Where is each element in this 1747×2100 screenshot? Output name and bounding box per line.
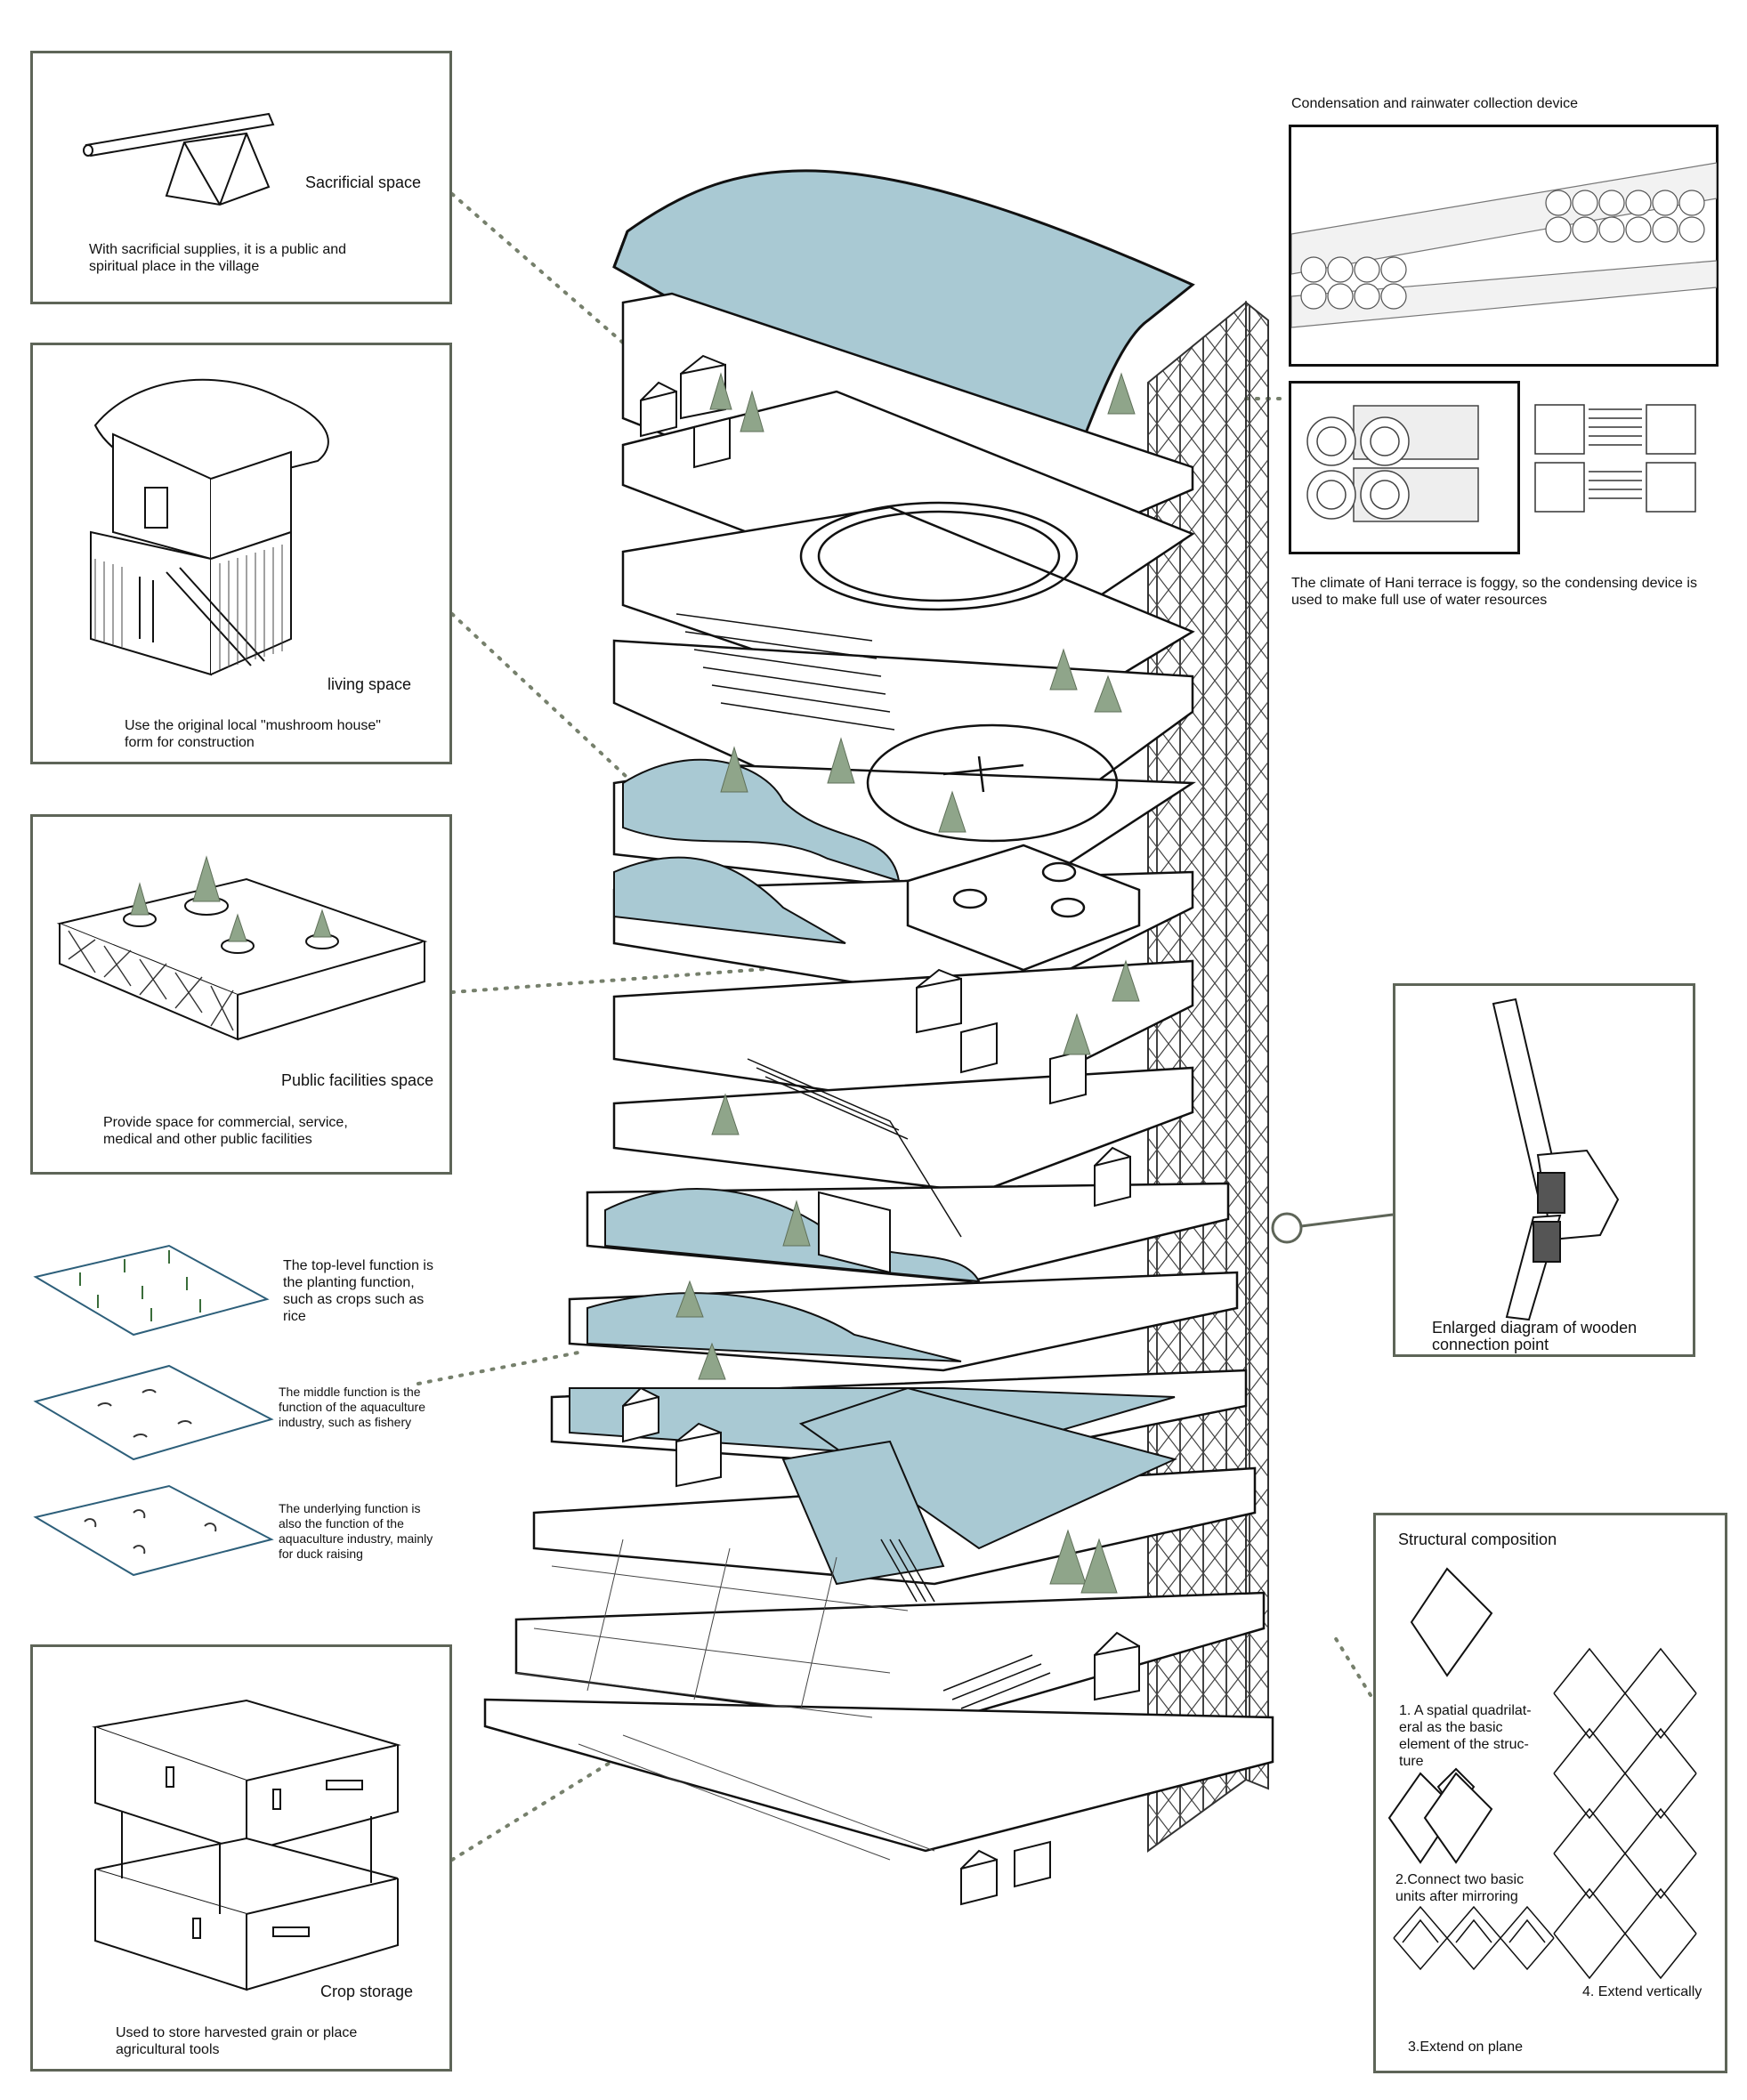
connection-callout xyxy=(1271,1212,1394,1244)
condenser-module-render xyxy=(1306,405,1479,522)
living-space-title: living space xyxy=(328,675,412,693)
crop-storage-panel: Crop storage Used to store harvested gra… xyxy=(30,1644,452,2072)
condensation-title: Condensation and rainwater collection de… xyxy=(1291,96,1578,111)
public-facilities-panel: Public facilities space Provide space fo… xyxy=(30,814,452,1175)
sacrificial-space-title: Sacrificial space xyxy=(305,174,422,191)
fishery-layer-icon xyxy=(33,1364,274,1461)
function-top-label: The top-level function is the planting f… xyxy=(283,1258,433,1324)
structural-step-2: 2.Connect two basic units after mirrorin… xyxy=(1395,1872,1525,1904)
function-layer-drawings xyxy=(33,1244,274,1577)
condensation-render-small xyxy=(1289,381,1520,554)
structural-composition-panel: Structural composition 1. A spatial quad… xyxy=(1373,1513,1727,2073)
condenser-pipes-render xyxy=(1291,162,1717,328)
public-facilities-title: Public facilities space xyxy=(281,1071,434,1089)
wooden-connection-panel: Enlarged diagram of wooden connection po… xyxy=(1393,983,1695,1357)
mushroom-house-drawing xyxy=(90,378,329,676)
trees xyxy=(675,372,1140,1594)
living-space-desc: Use the original local "mushroom house" … xyxy=(125,718,381,750)
public-facility-box xyxy=(906,844,1141,972)
crop-storage-desc: Used to store harvested grain or place a… xyxy=(116,2025,358,2057)
structural-step-1: 1. A spatial quadrilat- eral as the basi… xyxy=(1399,1703,1532,1769)
living-space-panel: living space Use the original local "mus… xyxy=(30,343,452,764)
condenser-section-drawing xyxy=(1534,404,1696,513)
planting-layer-icon xyxy=(33,1244,270,1337)
duck-layer-icon xyxy=(33,1484,274,1577)
function-bottom-label: The underlying function is also the func… xyxy=(279,1501,433,1561)
condensation-render-large xyxy=(1289,125,1719,367)
crop-storage-title: Crop storage xyxy=(320,1983,414,2000)
round-platform xyxy=(799,501,1119,843)
public-facilities-desc: Provide space for commercial, service, m… xyxy=(103,1115,348,1147)
structural-composition-title: Structural composition xyxy=(1398,1531,1557,1548)
wooden-joint-drawing xyxy=(1492,998,1620,1321)
condensation-desc: The climate of Hani terrace is foggy, so… xyxy=(1291,576,1697,608)
stepped-stands xyxy=(675,613,1051,1709)
sacrificial-space-desc: With sacrificial supplies, it is a publi… xyxy=(89,242,347,274)
function-middle-label: The middle function is the function of t… xyxy=(279,1385,426,1429)
lattice-steps-drawing xyxy=(1387,1567,1697,1980)
terrace-grid xyxy=(515,1539,935,1861)
sacrificial-space-panel: Sacrificial space With sacrificial suppl… xyxy=(30,51,452,304)
village-houses xyxy=(622,354,1140,1906)
structural-step-4: 4. Extend vertically xyxy=(1582,1984,1703,1999)
structural-step-3: 3.Extend on plane xyxy=(1408,2039,1523,2055)
wooden-connection-title: Enlarged diagram of wooden connection po… xyxy=(1432,1319,1638,1353)
public-facilities-drawing xyxy=(56,855,428,1041)
sacrificial-object-drawing xyxy=(83,112,275,206)
crop-storage-drawing xyxy=(92,1699,401,1991)
